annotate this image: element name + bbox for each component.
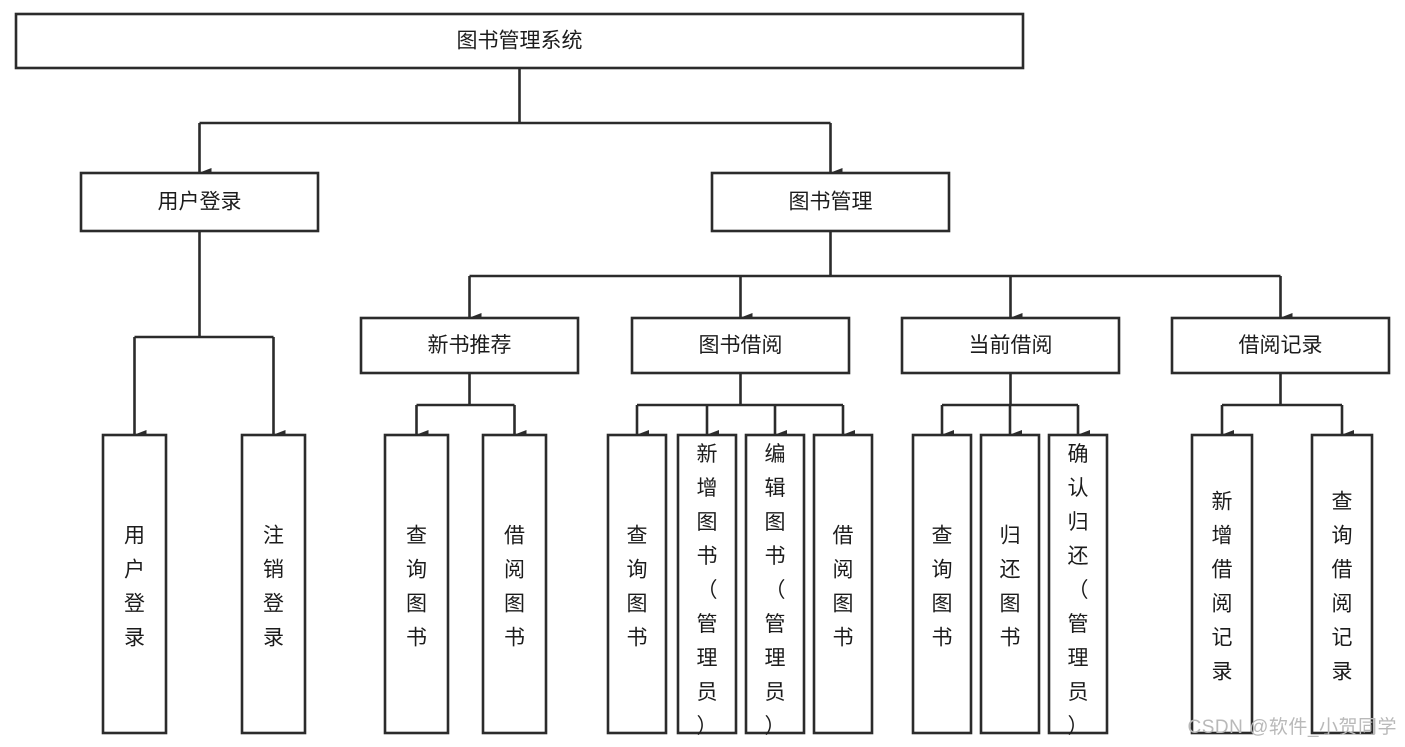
node-label: 注销登录 bbox=[263, 525, 284, 650]
node-box bbox=[79, 171, 320, 233]
node-current-borrow[interactable]: 当前借阅 bbox=[900, 316, 1121, 375]
node-label: 用户登录 bbox=[124, 525, 145, 650]
node-leaf-edit-book[interactable]: 编辑图书（管理员） bbox=[744, 433, 806, 738]
node-box bbox=[1310, 433, 1374, 735]
node-box bbox=[900, 316, 1121, 375]
nodes-layer: 图书管理系统用户登录图书管理新书推荐图书借阅当前借阅借阅记录用户登录注销登录查询… bbox=[14, 12, 1391, 738]
node-leaf-confirm-return[interactable]: 确认归还（管理员） bbox=[1047, 433, 1109, 738]
node-label: 确认归还（管理员） bbox=[1068, 443, 1089, 738]
node-leaf-query-book-borrow[interactable]: 查询图书 bbox=[606, 433, 668, 735]
node-box bbox=[606, 433, 668, 735]
node-label: 编辑图书（管理员） bbox=[765, 443, 786, 738]
node-label: 借阅图书 bbox=[833, 525, 854, 650]
node-box bbox=[14, 12, 1025, 70]
node-label: 新增借阅记录 bbox=[1212, 491, 1233, 684]
node-box bbox=[1047, 433, 1109, 735]
node-label: 查询图书 bbox=[932, 525, 953, 650]
node-leaf-query-book-rec[interactable]: 查询图书 bbox=[383, 433, 450, 735]
node-box bbox=[359, 316, 580, 375]
node-leaf-user-login[interactable]: 用户登录 bbox=[101, 433, 168, 735]
node-box bbox=[979, 433, 1041, 735]
node-label: 图书借阅 bbox=[699, 334, 783, 357]
node-box bbox=[710, 171, 951, 233]
node-label: 借阅记录 bbox=[1239, 334, 1323, 357]
node-box bbox=[812, 433, 874, 735]
node-borrow-record[interactable]: 借阅记录 bbox=[1170, 316, 1391, 375]
node-leaf-borrow-book[interactable]: 借阅图书 bbox=[812, 433, 874, 735]
node-box bbox=[676, 433, 738, 735]
node-leaf-user-logout[interactable]: 注销登录 bbox=[240, 433, 307, 735]
node-box bbox=[481, 433, 548, 735]
node-box bbox=[744, 433, 806, 735]
node-root[interactable]: 图书管理系统 bbox=[14, 12, 1025, 70]
node-label: 新书推荐 bbox=[428, 334, 512, 357]
node-label: 查询图书 bbox=[627, 525, 648, 650]
node-box bbox=[240, 433, 307, 735]
node-label: 当前借阅 bbox=[969, 334, 1053, 357]
node-label: 新增图书（管理员） bbox=[697, 443, 718, 738]
node-box bbox=[101, 433, 168, 735]
node-leaf-borrow-book-rec[interactable]: 借阅图书 bbox=[481, 433, 548, 735]
node-label: 归还图书 bbox=[1000, 525, 1021, 650]
edges-layer bbox=[133, 68, 1354, 440]
node-label: 查询图书 bbox=[406, 525, 427, 650]
node-leaf-query-book-cur[interactable]: 查询图书 bbox=[911, 433, 973, 735]
node-book-manage[interactable]: 图书管理 bbox=[710, 171, 951, 233]
node-box bbox=[630, 316, 851, 375]
node-label: 查询借阅记录 bbox=[1332, 491, 1353, 684]
node-leaf-return-book[interactable]: 归还图书 bbox=[979, 433, 1041, 735]
node-label: 借阅图书 bbox=[504, 525, 525, 650]
node-box bbox=[383, 433, 450, 735]
node-box bbox=[1170, 316, 1391, 375]
node-box bbox=[1190, 433, 1254, 735]
node-new-book-recommend[interactable]: 新书推荐 bbox=[359, 316, 580, 375]
node-box bbox=[911, 433, 973, 735]
node-label: 用户登录 bbox=[158, 191, 242, 214]
node-user-login[interactable]: 用户登录 bbox=[79, 171, 320, 233]
node-book-borrow[interactable]: 图书借阅 bbox=[630, 316, 851, 375]
node-label: 图书管理 bbox=[789, 191, 873, 214]
node-leaf-add-book[interactable]: 新增图书（管理员） bbox=[676, 433, 738, 738]
node-label: 图书管理系统 bbox=[457, 30, 583, 53]
node-leaf-add-record[interactable]: 新增借阅记录 bbox=[1190, 433, 1254, 735]
node-leaf-query-record[interactable]: 查询借阅记录 bbox=[1310, 433, 1374, 735]
